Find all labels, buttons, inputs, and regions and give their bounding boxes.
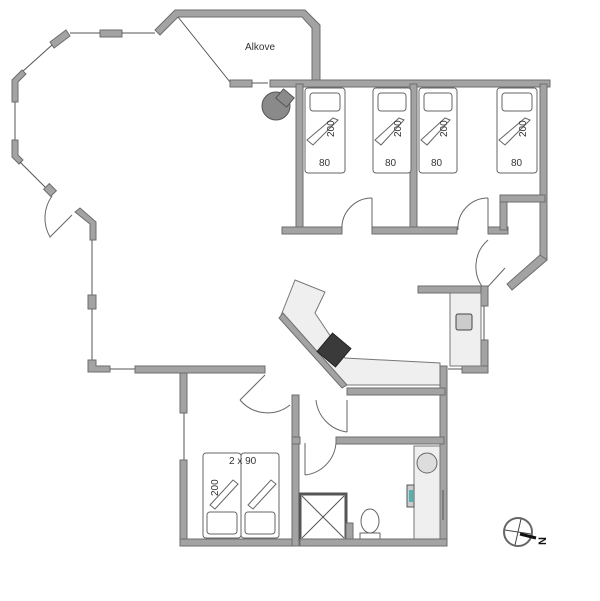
svg-text:200: 200 bbox=[439, 120, 450, 137]
svg-text:N: N bbox=[537, 537, 549, 545]
bed-4: 200 80 bbox=[496, 87, 538, 174]
alcove-label: Alkove bbox=[245, 42, 275, 53]
single-beds: 200 80 200 80 200 80 200 80 bbox=[304, 87, 538, 174]
bed-1: 200 80 bbox=[304, 87, 346, 174]
toilet-icon bbox=[360, 508, 380, 534]
alcove-walls bbox=[154, 9, 551, 91]
bathroom-area bbox=[239, 374, 448, 547]
compass-icon: N bbox=[503, 517, 549, 547]
svg-text:200: 200 bbox=[210, 479, 221, 496]
svg-text:80: 80 bbox=[511, 158, 523, 169]
washbasin-icon bbox=[416, 452, 438, 474]
bed-3: 200 80 bbox=[418, 87, 458, 174]
living-room-perimeter bbox=[11, 29, 301, 547]
stove-icon bbox=[316, 332, 352, 368]
lamp-shade bbox=[275, 88, 295, 108]
bed-2: 200 80 bbox=[372, 87, 412, 174]
svg-text:2 x 90: 2 x 90 bbox=[229, 456, 257, 467]
double-bed: 2 x 90 200 bbox=[202, 452, 280, 539]
svg-text:80: 80 bbox=[431, 158, 443, 169]
svg-text:200: 200 bbox=[518, 120, 529, 137]
kitchen bbox=[278, 279, 489, 547]
svg-text:200: 200 bbox=[326, 120, 337, 137]
svg-text:80: 80 bbox=[385, 158, 397, 169]
sink-icon bbox=[455, 313, 473, 331]
bedroom-walls bbox=[281, 83, 548, 291]
svg-text:80: 80 bbox=[319, 158, 331, 169]
svg-text:200: 200 bbox=[393, 120, 404, 137]
